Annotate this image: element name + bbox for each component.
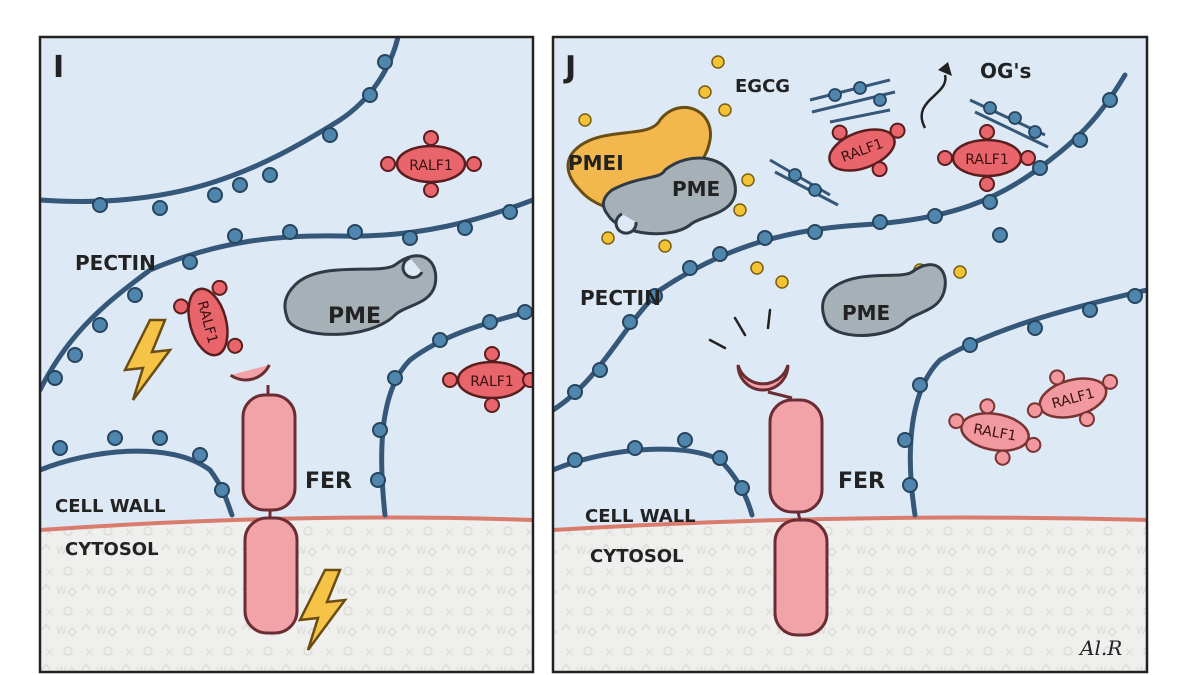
panel-i: RALF1 RALF1 RALF1 bbox=[38, 35, 535, 674]
curved-arrow-icon bbox=[920, 74, 947, 129]
activity-lines bbox=[708, 308, 772, 350]
ralf1-molecule: RALF1 bbox=[937, 124, 1036, 192]
cell-wall-label: CELL WALL bbox=[585, 506, 696, 527]
pme-enzyme: PME bbox=[821, 263, 947, 337]
ralf1-inactive: RALF1 bbox=[1026, 369, 1119, 428]
ralf1-label: RALF1 bbox=[409, 158, 453, 174]
artist-signature: Al.R bbox=[1078, 636, 1122, 660]
egcg-label: EGCG bbox=[735, 76, 790, 97]
plasma-membrane bbox=[553, 515, 1147, 532]
pectin-beads bbox=[47, 54, 533, 498]
panel-frame bbox=[38, 35, 535, 674]
plasma-membrane bbox=[40, 515, 533, 532]
moon-receptor-icon bbox=[736, 364, 790, 392]
moon-receptor-icon bbox=[229, 364, 271, 382]
fer-label: FER bbox=[305, 469, 352, 494]
ralf1-bound: RALF1 bbox=[173, 279, 244, 357]
ralf1-label: RALF1 bbox=[470, 374, 514, 390]
pmei-label: PMEI bbox=[568, 151, 624, 175]
pmei-pme-complex: PMEI PME bbox=[566, 105, 737, 236]
ralf1-inactive: RALF1 bbox=[948, 398, 1042, 466]
pme-label: PME bbox=[842, 301, 890, 325]
ralf1-molecule: RALF1 bbox=[380, 130, 482, 198]
lightning-icon bbox=[122, 318, 173, 401]
ralf1-molecule: RALF1 bbox=[828, 122, 906, 178]
pme-label: PME bbox=[672, 177, 720, 201]
pme-enzyme: PME bbox=[283, 254, 438, 336]
ralf1-label: RALF1 bbox=[972, 421, 1018, 444]
cell-wall-label: CELL WALL bbox=[55, 496, 166, 517]
fer-receptor bbox=[708, 308, 829, 637]
pectin-label: PECTIN bbox=[580, 286, 661, 310]
cytosol-label: CYTOSOL bbox=[590, 546, 684, 567]
panel-frame bbox=[551, 35, 1149, 674]
cytosol-region bbox=[553, 517, 1147, 672]
fer-label: FER bbox=[838, 469, 885, 494]
pme-label: PME bbox=[328, 304, 381, 329]
fer-receptor bbox=[229, 364, 299, 635]
panel-letter: J bbox=[563, 50, 576, 85]
cytosol-label: CYTOSOL bbox=[65, 539, 159, 560]
panel-letter: I bbox=[53, 50, 64, 85]
pectin-beads bbox=[567, 92, 1143, 496]
lightning-icon bbox=[297, 568, 348, 651]
og-beads bbox=[788, 81, 1042, 197]
ogs-label: OG's bbox=[980, 59, 1031, 83]
ralf1-molecule: RALF1 bbox=[442, 346, 533, 413]
panel-j: OG's EGCG PMEI PME PME bbox=[551, 35, 1149, 674]
ralf1-label: RALF1 bbox=[965, 152, 1009, 168]
pectin-label: PECTIN bbox=[75, 251, 156, 275]
pme-enzyme bbox=[601, 156, 737, 236]
arrow-head bbox=[938, 62, 952, 76]
